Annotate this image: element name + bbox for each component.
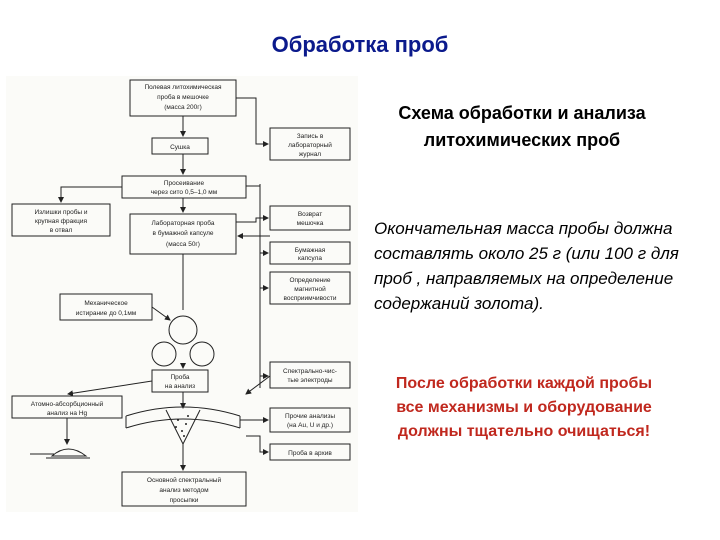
drying-label: Сушка — [170, 144, 190, 151]
log-entry-label-1: Запись в — [297, 133, 324, 140]
boat-crucible — [50, 448, 88, 457]
sample-mass-note: Окончательная масса пробы должна составл… — [374, 219, 679, 313]
other-analyses-box — [269, 407, 351, 433]
other-analyses-label-2: (на Au, U и др.) — [287, 422, 333, 429]
electrode-upper — [125, 406, 241, 417]
other-analyses-label-1: Прочие анализы — [285, 413, 335, 420]
log-entry-label-3: журнал — [299, 151, 321, 158]
archive-label: Проба в архив — [288, 449, 332, 457]
atomic-abs-label-1: Атомно-абсорбционный — [31, 400, 104, 408]
electrodes-box — [269, 361, 351, 389]
archive-box — [269, 443, 351, 461]
crusher-roller-right — [189, 341, 215, 367]
electrodes-label-1: Спектрально-чис- — [283, 368, 337, 375]
magnetic-label-1: Определение — [289, 277, 330, 284]
flow-diagram-drawing: Полевая литохимическая проба в мешочке (… — [11, 79, 351, 507]
excess-label-1: Излишки пробы и — [34, 208, 87, 216]
lab-sample-label-3: (масса 50г) — [166, 241, 200, 248]
electrode-lower — [125, 418, 241, 429]
sieving-label-1: Просеивание — [164, 180, 205, 187]
paper-capsule-label-1: Бумажная — [295, 247, 326, 254]
processing-flow-diagram: Полевая литохимическая проба в мешочке (… — [6, 76, 358, 512]
atomic-abs-label-2: анализ на Hg — [47, 410, 88, 417]
return-bag-box — [269, 205, 351, 231]
drying-box — [151, 137, 209, 155]
return-bag-label-2: мешочка — [297, 220, 324, 227]
field-sample-label-1: Полевая литохимическая — [144, 84, 222, 91]
grinding-label-1: Механическое — [84, 300, 128, 307]
sieving-label-2: через сито 0,5–1,0 мм — [151, 189, 218, 196]
analysis-sample-label-2: на анализ — [165, 383, 195, 390]
magnetic-label-3: восприимчивости — [284, 295, 337, 302]
diagram-heading: Схема обработки и анализа литохимических… — [398, 103, 646, 150]
return-bag-label-1: Возврат — [298, 211, 322, 218]
lab-sample-label-2: в бумажной капсуле — [153, 229, 214, 237]
log-entry-label-2: лабораторный — [288, 141, 332, 149]
field-sample-label-2: проба в мешочке — [157, 93, 209, 101]
spectral-box — [121, 471, 247, 507]
lab-sample-label-1: Лабораторная проба — [152, 219, 215, 227]
excess-box — [11, 203, 111, 237]
excess-label-2: крупная фракция — [35, 218, 87, 225]
log-entry-box — [269, 127, 351, 161]
spectral-label-1: Основной спектральный — [147, 476, 222, 484]
analysis-sample-label-1: Проба — [170, 373, 189, 381]
paper-capsule-label-2: капсула — [298, 255, 322, 262]
electrodes-label-2: тые электроды — [287, 377, 332, 384]
sample-funnel — [165, 409, 201, 446]
cleaning-warning: После обработки каждой пробы все механиз… — [395, 375, 653, 440]
field-sample-label-3: (масса 200г) — [164, 104, 202, 111]
paper-capsule-box — [269, 241, 351, 265]
grinding-label-2: истирание до 0,1мм — [76, 310, 137, 317]
slide-title: Обработка проб — [271, 32, 449, 57]
spectral-label-3: просыпки — [170, 497, 199, 504]
crusher-roller-top — [168, 315, 198, 345]
spectral-label-2: анализ методом — [159, 487, 209, 494]
magnetic-label-2: магнитной — [294, 285, 326, 293]
crusher-roller-left — [151, 341, 177, 367]
magnetic-box — [269, 271, 351, 305]
excess-label-3: в отвал — [50, 227, 73, 234]
